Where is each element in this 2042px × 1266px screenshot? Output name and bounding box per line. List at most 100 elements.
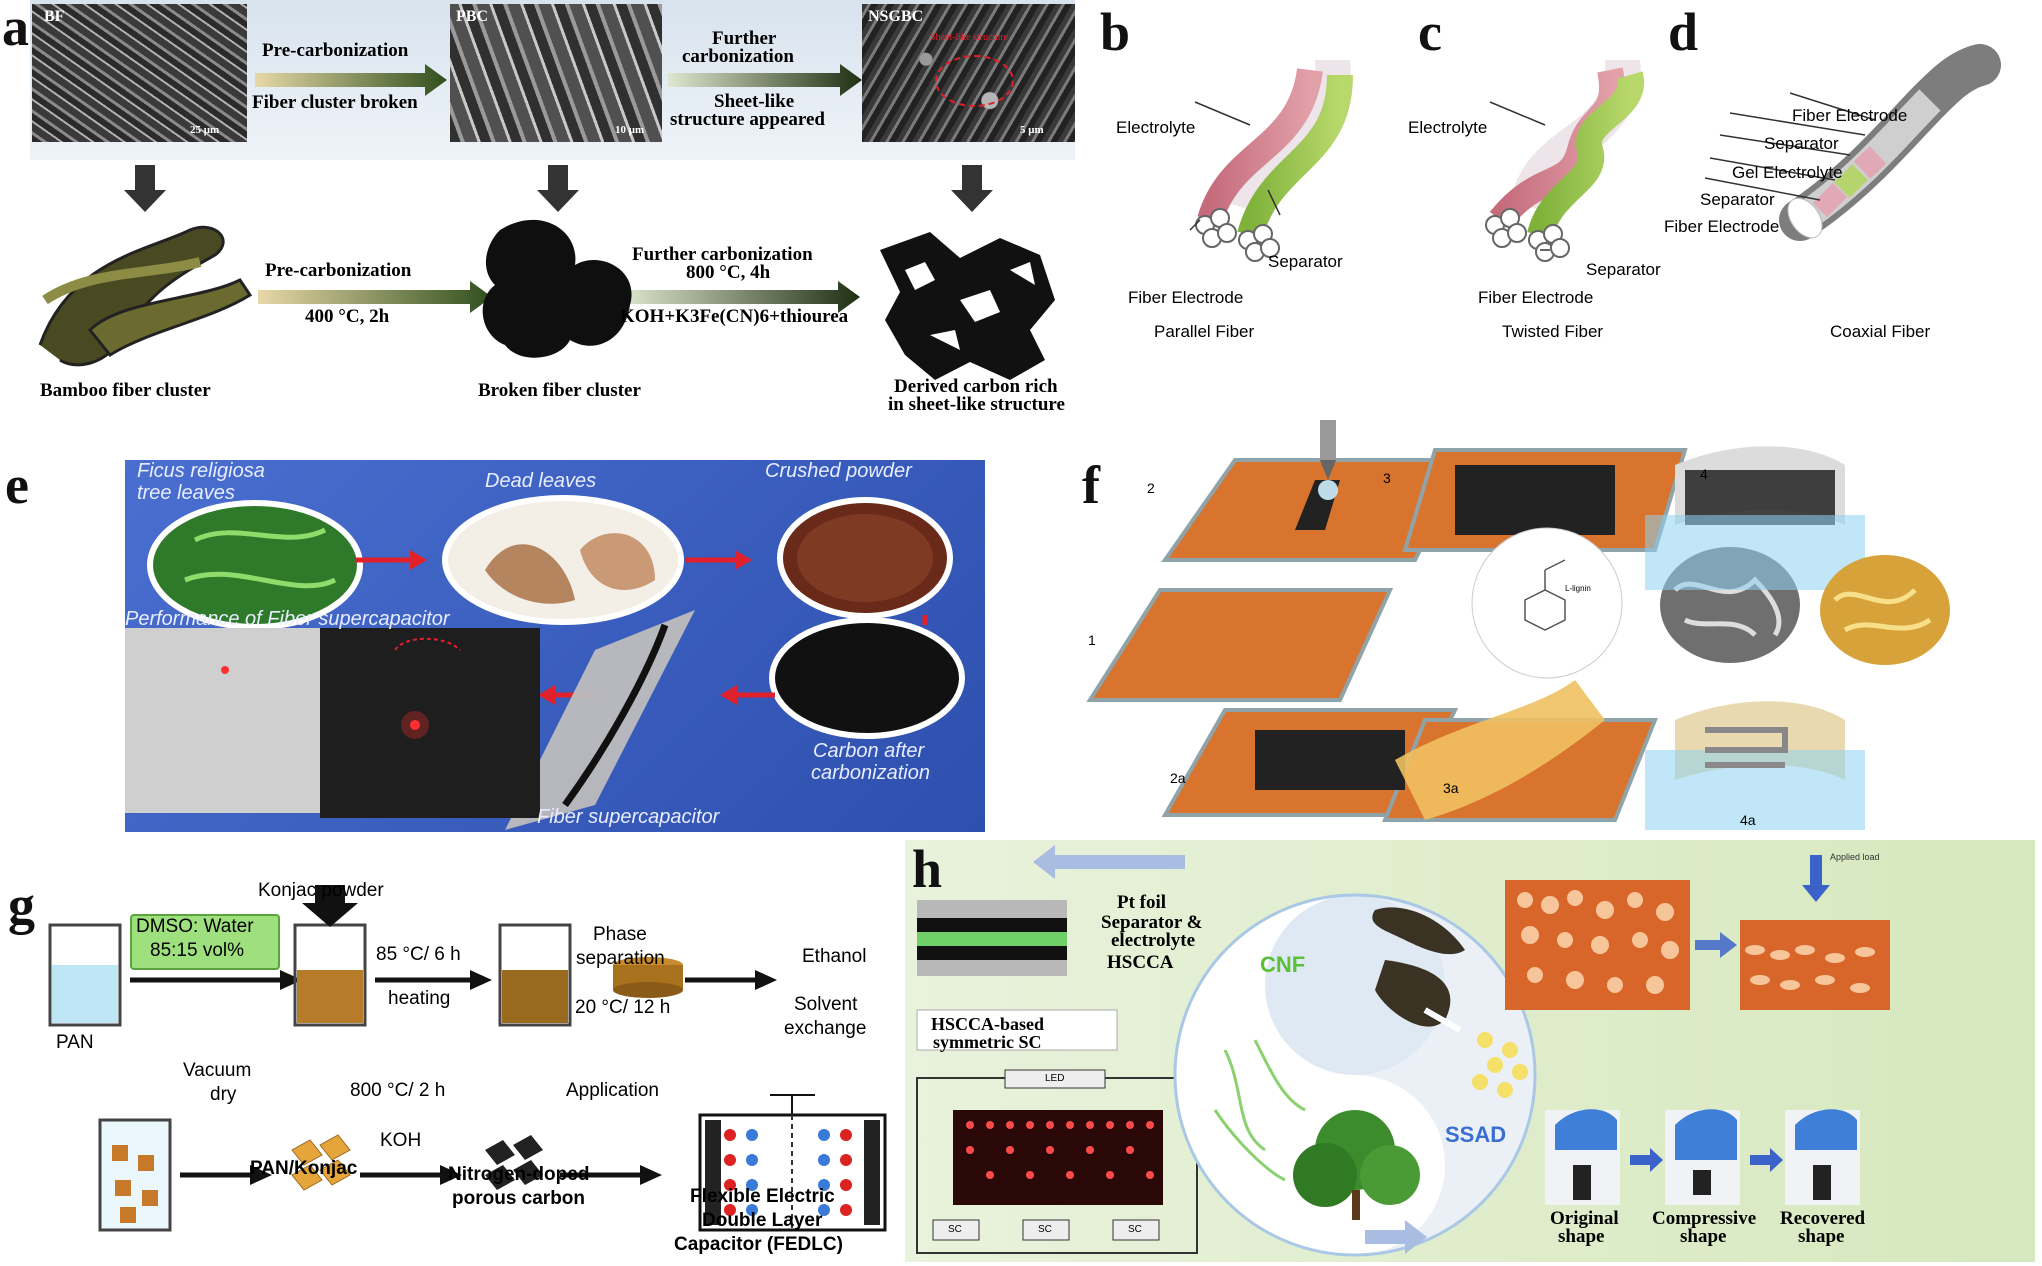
sem-image-bf (32, 4, 247, 142)
h-applied-load: Applied load (1830, 852, 1880, 862)
f-step-1: 1 (1088, 632, 1096, 648)
panel-h-graphics (916, 845, 1890, 1257)
g-phase-2: separation (576, 948, 665, 969)
e-text-3: Dead leaves (485, 470, 597, 492)
g-vacuum-2: dry (210, 1084, 237, 1105)
h-led: LED (1045, 1073, 1065, 1084)
d-layer-2: Separator (1764, 134, 1839, 153)
panel-d-label: d (1668, 2, 1699, 62)
scale-bar-nsgbc: 5 μm (1020, 124, 1044, 136)
arrow2-bottom-label-2: structure appeared (670, 109, 825, 130)
h-shape-3b: shape (1798, 1226, 1845, 1247)
sem-label-pbc: PBC (456, 8, 488, 25)
f-step-2: 2 (1147, 480, 1155, 496)
g-heating: heating (388, 988, 451, 1009)
panel-f-label: f (1082, 455, 1100, 515)
g-application: Application (566, 1080, 659, 1101)
e-text-2: tree leaves (137, 482, 235, 504)
caption-derived-2: in sheet-like structure (888, 394, 1065, 415)
panel-a-label: a (2, 0, 29, 57)
panel-c-label: c (1418, 2, 1442, 62)
d-layer-1: Fiber Electrode (1792, 106, 1908, 125)
g-vacuum-1: Vacuum (183, 1060, 252, 1081)
h-shape-1b: shape (1558, 1226, 1605, 1247)
sem-image-pbc (450, 4, 662, 142)
top-arrows (38, 64, 1055, 380)
sem-label-nsgbc: NSGBC (868, 8, 924, 25)
f-step-3a: 3a (1443, 780, 1459, 796)
panel-e-graphics (125, 495, 965, 830)
h-layer-4: HSCCA (1107, 952, 1174, 973)
arrow1-top-label: Pre-carbonization (262, 40, 409, 61)
lower-arrow1-bottom-label: 400 °C, 2h (305, 306, 390, 327)
g-ndpc-2: porous carbon (452, 1188, 586, 1209)
g-konjac: Konjac powder (258, 880, 384, 901)
caption-bamboo: Bamboo fiber cluster (40, 380, 211, 401)
e-text-5: Performance of Fiber supercapacitor (125, 608, 450, 630)
panel-e-label: e (5, 455, 29, 515)
b-fiber-electrode: Fiber Electrode (1128, 288, 1244, 307)
b-separator: Separator (1268, 252, 1343, 271)
g-cond3: 800 °C/ 2 h (350, 1080, 446, 1101)
sem-label-bf: BF (44, 8, 65, 25)
h-shape-2b: shape (1680, 1226, 1727, 1247)
c-fiber-electrode: Fiber Electrode (1478, 288, 1594, 307)
sheet-highlight-ellipse (935, 55, 1014, 107)
g-cond2: 20 °C/ 12 h (575, 997, 671, 1018)
scale-bar-pbc: 10 μm (615, 124, 645, 136)
lower-arrow2-bottom-label: KOH+K3Fe(CN)6+thiourea (620, 306, 849, 327)
f-step-4: 4 (1700, 466, 1708, 482)
e-text-8: Fiber supercapacitor (537, 806, 720, 828)
e-text-7: carbonization (811, 762, 930, 784)
d-layer-3: Gel Electrolyte (1732, 163, 1843, 182)
h-shape-3a: Recovered (1780, 1208, 1866, 1229)
f-molecule: L-lignin (1565, 584, 1591, 593)
b-caption: Parallel Fiber (1154, 322, 1255, 341)
c-electrolyte: Electrolyte (1408, 118, 1488, 137)
g-solvent-1: Solvent (794, 994, 858, 1015)
sheet-note: Sheet-like structure (930, 32, 1009, 43)
e-text-1: Ficus religiosa (137, 460, 265, 482)
panel-b-label: b (1100, 2, 1131, 62)
fiber-illustrations (1189, 44, 2001, 262)
h-layer-2: Separator & (1101, 912, 1203, 933)
g-pan-konjac: PAN/Konjac (250, 1158, 358, 1179)
arrow2-bottom-label-1: Sheet-like (714, 91, 795, 112)
f-step-2a: 2a (1170, 770, 1186, 786)
h-shape-1a: Original (1550, 1208, 1619, 1229)
panel-f-graphics (1086, 420, 1950, 830)
panel-a: a BF 25 μm PBC 10 μm NSGBC Sheet-like st… (0, 0, 1090, 420)
f-step-4a: 4a (1740, 812, 1756, 828)
f-step-3: 3 (1383, 470, 1391, 486)
panel-h-label: h (912, 839, 943, 899)
g-fedlc-2: Double Layer (702, 1210, 823, 1231)
g-solvent-2: exchange (784, 1018, 867, 1039)
h-sc-title-2: symmetric SC (933, 1032, 1042, 1052)
h-shape-2a: Compressive (1652, 1208, 1757, 1229)
caption-derived-1: Derived carbon rich (894, 376, 1058, 397)
d-layer-4: Separator (1700, 190, 1775, 209)
g-dmso-box (130, 914, 280, 970)
g-dmso-1: DMSO: Water (136, 916, 254, 937)
h-layer-3: electrolyte (1111, 930, 1196, 951)
h-sc-title-1: HSCCA-based (931, 1014, 1045, 1034)
g-fedlc-1: Flexible Electric (690, 1186, 835, 1207)
b-electrolyte: Electrolyte (1116, 118, 1196, 137)
c-separator: Separator (1586, 260, 1661, 279)
g-cond1: 85 °C/ 6 h (376, 944, 461, 965)
arrow1-bottom-label: Fiber cluster broken (252, 92, 418, 113)
panel-g-graphics (48, 885, 887, 1232)
h-sc-2: SC (1038, 1224, 1052, 1235)
c-caption: Twisted Fiber (1502, 322, 1604, 341)
panel-e: Ficus religiosa tree leaves Dead leaves … (125, 460, 985, 832)
lower-arrow1-top-label: Pre-carbonization (265, 260, 412, 281)
h-ssad: SSAD (1445, 1122, 1507, 1147)
h-layer-1: Pt foil (1117, 892, 1167, 913)
arrow2-top-label-1: Further (712, 28, 777, 49)
lower-arrow2-top-label-1: Further carbonization (632, 244, 813, 265)
g-fedlc-3: Capacitor (FEDLC) (674, 1234, 843, 1255)
h-sc-3: SC (1128, 1224, 1142, 1235)
g-pan: PAN (56, 1032, 94, 1053)
g-phase-1: Phase (593, 924, 647, 945)
g-dmso-2: 85:15 vol% (150, 940, 245, 961)
